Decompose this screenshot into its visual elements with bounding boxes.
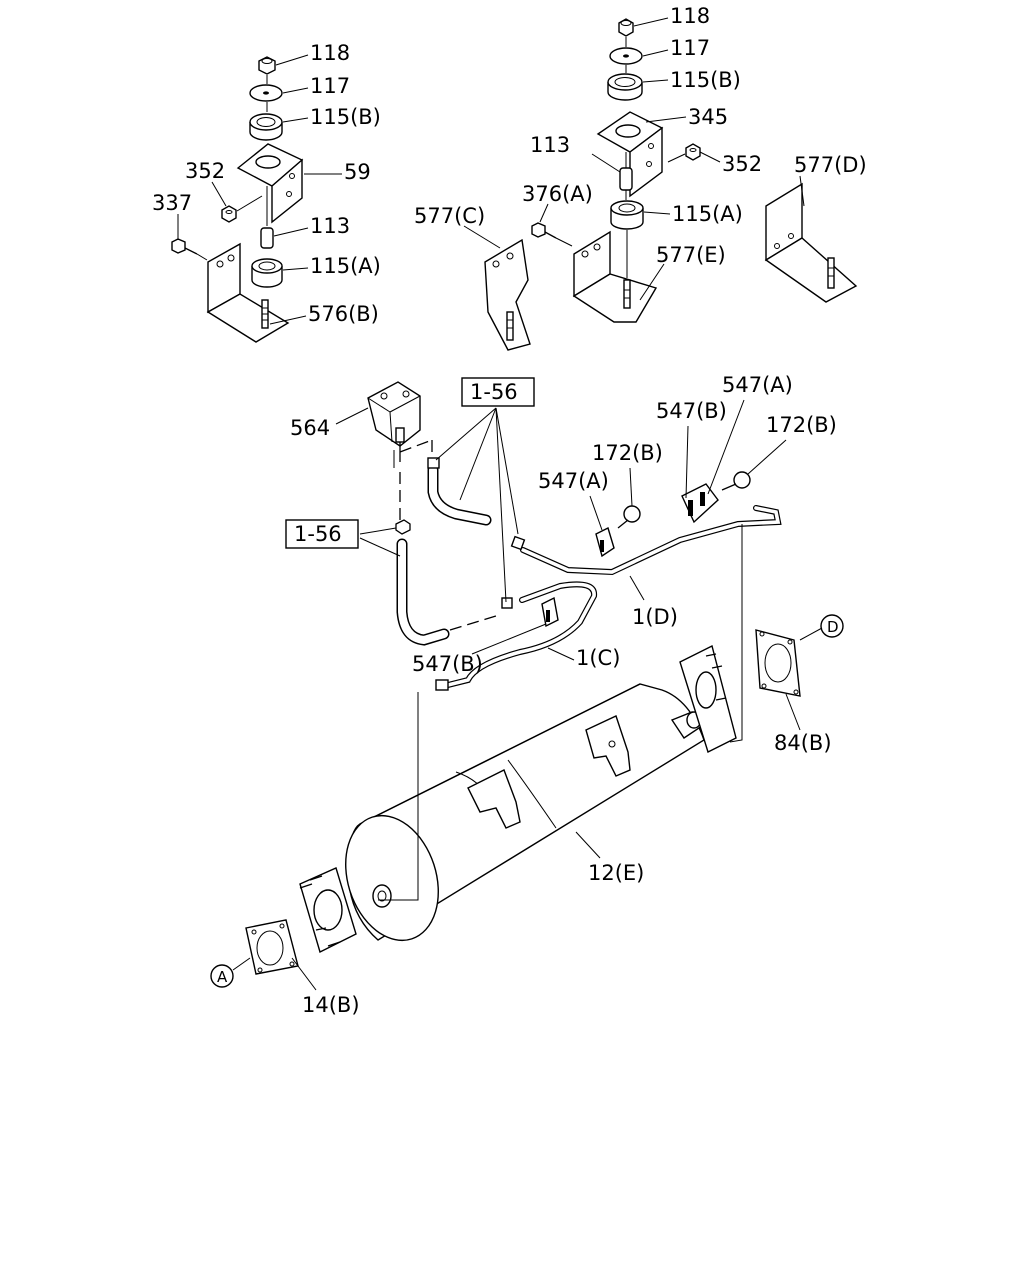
gasket-14b — [245, 919, 299, 975]
label-547b-low: 547(B) — [412, 652, 483, 676]
marker-d: D — [827, 618, 839, 636]
label-1-56-left: 1-56 — [294, 522, 342, 546]
label-115b-left: 115(B) — [310, 105, 381, 129]
label-352-left: 352 — [185, 159, 225, 183]
bracket-59 — [236, 143, 304, 224]
label-1c: 1(C) — [576, 646, 620, 670]
label-376a: 376(A) — [522, 182, 593, 206]
bracket-576b — [206, 242, 290, 343]
label-576b: 576(B) — [308, 302, 379, 326]
ref-circle-d — [820, 614, 844, 638]
rubber-115a-right — [610, 200, 644, 230]
label-117-right: 117 — [670, 36, 710, 60]
left-mount-assembly — [171, 56, 304, 343]
label-547a-top: 547(A) — [722, 373, 793, 397]
right-mount-assembly — [484, 18, 858, 351]
label-172b-mid: 172(B) — [592, 441, 663, 465]
nut-118-left — [258, 56, 276, 75]
nut-118-right — [618, 18, 634, 37]
label-547b-top: 547(B) — [656, 399, 727, 423]
washer-117-right — [609, 47, 643, 65]
bolt-337 — [171, 238, 208, 261]
ref-circle-a — [210, 964, 234, 988]
pipe-1d — [510, 505, 782, 576]
nut-352-left — [221, 195, 263, 223]
label-113-right: 113 — [530, 133, 570, 157]
label-1-56-top: 1-56 — [470, 380, 518, 404]
flange-front — [299, 867, 357, 954]
ref-box-1-56-top — [461, 377, 535, 407]
hose-left — [395, 519, 450, 646]
label-577d: 577(D) — [794, 153, 867, 177]
label-118-right: 118 — [670, 4, 710, 28]
spacer-113-left — [260, 227, 274, 249]
label-577c: 577(C) — [414, 204, 485, 228]
pipe-1c — [435, 581, 598, 691]
label-1d: 1(D) — [632, 605, 678, 629]
label-172b-right: 172(B) — [766, 413, 837, 437]
bolt-376a — [531, 222, 573, 247]
label-115a-right: 115(A) — [672, 202, 743, 226]
spacer-113-right — [619, 167, 633, 191]
clamp-547a-mid — [595, 527, 615, 558]
bushing-115b-left — [249, 113, 283, 141]
label-12e: 12(E) — [588, 861, 644, 885]
flange-rear — [679, 644, 737, 753]
bracket-577c — [484, 238, 531, 351]
label-337: 337 — [152, 191, 192, 215]
label-547a-mid: 547(A) — [538, 469, 609, 493]
label-577e: 577(E) — [656, 243, 726, 267]
label-84b: 84(B) — [774, 731, 832, 755]
hose-upper — [427, 457, 492, 526]
muffler-12e — [345, 683, 705, 942]
marker-a: A — [217, 968, 228, 986]
nut-352-right — [667, 143, 701, 163]
washer-117-left — [249, 84, 283, 102]
label-564: 564 — [290, 416, 330, 440]
bolt-172b-right — [721, 471, 751, 491]
label-117-left: 117 — [310, 74, 350, 98]
label-115b-right: 115(B) — [670, 68, 741, 92]
label-118-left: 118 — [310, 41, 350, 65]
label-115a-left: 115(A) — [310, 254, 381, 278]
pressure-sensor-564 — [367, 381, 421, 468]
clamp-547-top-pair — [681, 483, 719, 524]
bolt-172b-mid — [617, 505, 641, 529]
label-345: 345 — [688, 105, 728, 129]
label-14b: 14(B) — [302, 993, 360, 1017]
gasket-84b — [755, 629, 801, 697]
bushing-115b-right — [607, 73, 643, 101]
rubber-115a-left — [251, 258, 283, 288]
ref-box-1-56-left — [285, 519, 359, 549]
label-59: 59 — [344, 160, 371, 184]
label-113-left: 113 — [310, 214, 350, 238]
clamp-547b-low — [541, 596, 559, 628]
label-352-right: 352 — [722, 152, 762, 176]
bracket-577e — [572, 230, 658, 323]
bracket-577d — [764, 182, 858, 303]
